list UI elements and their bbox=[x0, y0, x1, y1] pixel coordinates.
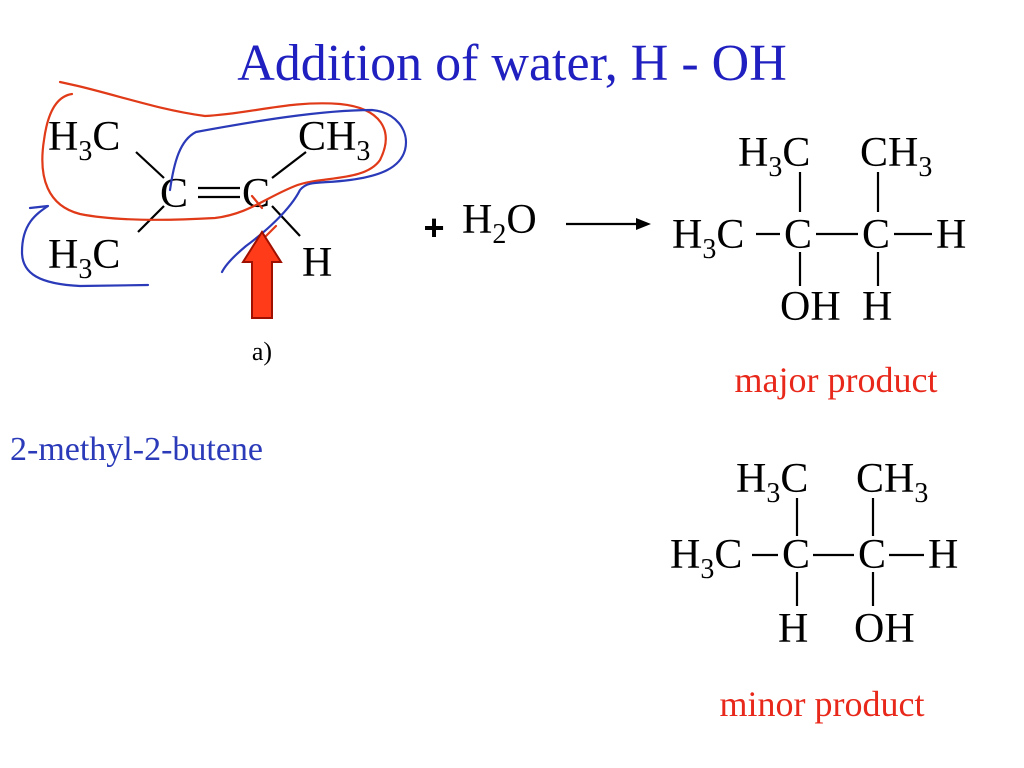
major-top-left-methyl: H3C bbox=[738, 130, 810, 183]
major-top-right-methyl: CH3 bbox=[860, 130, 932, 183]
major-carbon-2: C bbox=[862, 212, 890, 258]
minor-product-label: minor product bbox=[720, 684, 925, 724]
reactant-top-right-methyl: CH3 bbox=[298, 114, 370, 167]
reactant-bond-top-right bbox=[271, 151, 307, 179]
major-product-label: major product bbox=[735, 360, 938, 400]
major-bottom-hydrogen: H bbox=[862, 284, 892, 330]
minor-bottom-hydrogen: H bbox=[778, 606, 808, 652]
reactant-structure: H3C CH3 C C H3C H bbox=[48, 114, 370, 286]
major-hydroxyl: OH bbox=[780, 284, 841, 330]
arrow-label: a) bbox=[252, 337, 272, 366]
reactant-name: 2-methyl-2-butene bbox=[10, 431, 263, 468]
reactant-left-carbon: C bbox=[160, 171, 188, 217]
minor-left-methyl: H3C bbox=[670, 532, 742, 585]
reagent: + H2O bbox=[423, 197, 536, 250]
minor-top-left-methyl: H3C bbox=[736, 456, 808, 509]
red-circle-annotation bbox=[41, 80, 387, 221]
major-carbon-1: C bbox=[784, 212, 812, 258]
reactant-top-left-methyl: H3C bbox=[48, 114, 120, 167]
reactant-hydrogen: H bbox=[302, 240, 332, 286]
minor-top-right-methyl: CH3 bbox=[856, 456, 928, 509]
minor-hydroxyl: OH bbox=[854, 606, 915, 652]
reactant-bond-to-hydrogen bbox=[271, 205, 301, 237]
minor-product-structure: H3C CH3 H3C C C H H OH bbox=[670, 456, 958, 652]
markovnikov-arrow-icon bbox=[241, 230, 283, 319]
major-left-methyl: H3C bbox=[672, 212, 744, 265]
plus-sign: + bbox=[423, 207, 444, 248]
reaction-arrow bbox=[566, 218, 651, 230]
minor-carbon-2: C bbox=[858, 532, 886, 578]
reactant-bond-top-left bbox=[135, 151, 165, 179]
minor-carbon-1: C bbox=[782, 532, 810, 578]
water-formula: H2O bbox=[462, 197, 537, 250]
page-title: Addition of water, H - OH bbox=[237, 35, 787, 92]
major-right-hydrogen: H bbox=[936, 212, 966, 258]
reactant-bottom-left-methyl: H3C bbox=[48, 232, 120, 285]
major-product-structure: H3C CH3 H3C C C H OH H bbox=[672, 130, 966, 330]
minor-right-hydrogen: H bbox=[928, 532, 958, 578]
